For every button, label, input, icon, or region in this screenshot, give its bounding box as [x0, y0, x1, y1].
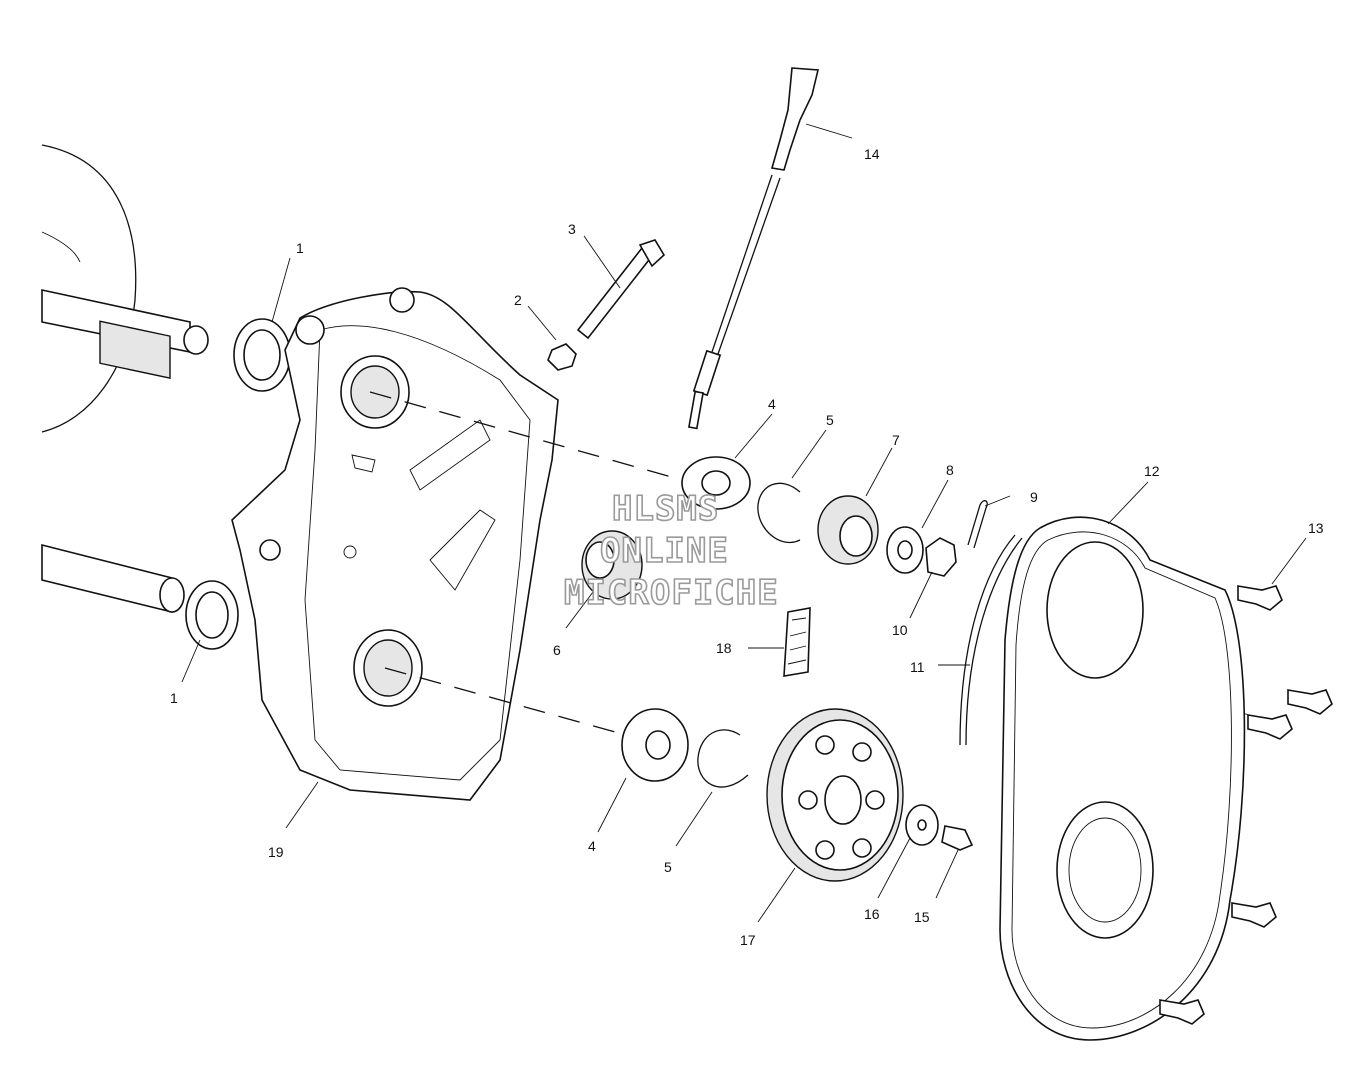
- bearing-lower: [621, 708, 689, 782]
- bearing-upper: [681, 456, 751, 510]
- callout-9: 9: [1030, 489, 1038, 505]
- callout-5-lower: 5: [664, 859, 672, 875]
- callout-18: 18: [716, 640, 732, 656]
- o-ring: [959, 534, 1023, 746]
- callout-12: 12: [1144, 463, 1160, 479]
- upper-shaft: [41, 289, 209, 379]
- watermark-line-1: HLSMS: [612, 489, 719, 529]
- callout-14: 14: [864, 146, 880, 162]
- cover-bolt-4: [1231, 902, 1277, 928]
- callout-4-lower: 4: [588, 838, 596, 854]
- callout-16: 16: [864, 906, 880, 922]
- chaincase-housing: [231, 287, 559, 801]
- seal-lower: [185, 580, 239, 650]
- watermark: HLSMS ONLINE MICROFICHE: [563, 488, 779, 614]
- callout-1-upper: 1: [296, 240, 304, 256]
- seal-upper: [233, 318, 291, 392]
- top-sprocket: [817, 495, 879, 565]
- watermark-line-3: MICROFICHE: [564, 573, 779, 613]
- snap-ring-upper: [757, 482, 801, 543]
- cotter-pin: [967, 500, 988, 549]
- castle-nut: [925, 537, 957, 577]
- callout-13: 13: [1308, 520, 1324, 536]
- callout-1-lower: 1: [170, 690, 178, 706]
- callout-11: 11: [910, 659, 925, 675]
- cover-bolt-1: [1237, 585, 1283, 611]
- callout-8: 8: [946, 462, 954, 478]
- callout-3: 3: [568, 221, 576, 237]
- callout-7: 7: [892, 432, 900, 448]
- callout-19: 19: [268, 844, 284, 860]
- leader-lines: [181, 123, 1307, 923]
- callout-2: 2: [514, 292, 522, 308]
- chain-tensioner: [581, 530, 643, 600]
- callout-15: 15: [914, 909, 930, 925]
- callout-10: 10: [892, 622, 908, 638]
- nut: [547, 343, 577, 371]
- chain: [783, 607, 811, 677]
- drive-disc: [41, 144, 137, 433]
- bottom-sprocket: [766, 708, 904, 882]
- cover-bolt-3: [1247, 714, 1293, 740]
- cover-bolt-5: [1159, 999, 1205, 1025]
- sprocket-bolt: [941, 825, 974, 851]
- cover-bolt-2: [1287, 689, 1333, 715]
- washer: [886, 526, 924, 574]
- dipstick: [688, 67, 819, 430]
- watermark-line-2: ONLINE: [600, 531, 729, 571]
- callout-5-upper: 5: [826, 412, 834, 428]
- callout-labels: 1 1 2 3 4 4 5 5 6 7 8 9 10 11 12 13 14 1…: [170, 146, 1324, 948]
- lower-shaft: [41, 543, 185, 614]
- washer-small: [905, 804, 939, 846]
- callout-6: 6: [553, 642, 561, 658]
- pivot-bolt: [576, 239, 666, 340]
- chaincase-cover: [999, 516, 1246, 1041]
- snap-ring-lower: [697, 729, 749, 788]
- callout-4-upper: 4: [768, 396, 776, 412]
- callout-17: 17: [740, 932, 756, 948]
